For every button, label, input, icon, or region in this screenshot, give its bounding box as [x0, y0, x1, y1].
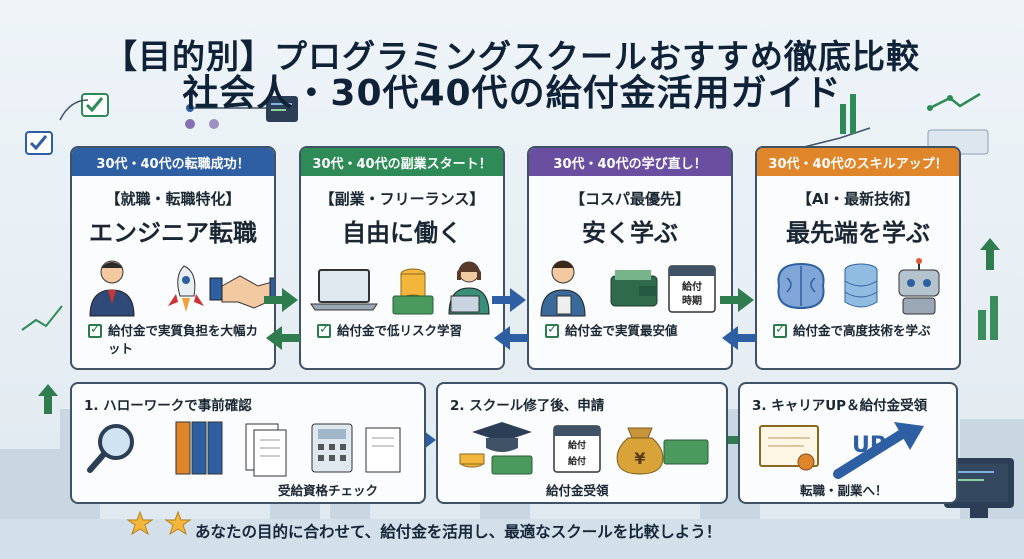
step-3-box: 3. キャリアUP＆給付金受領 UP 転職・副業へ！: [738, 382, 958, 504]
calendar-icon: 給付 給付: [553, 425, 601, 473]
step-title: 2. スクール修了後、申請: [450, 398, 605, 414]
graduation-cap-icon: [459, 422, 533, 475]
page-title-line2: 社会人・30代40代の給付金活用ガイド: [182, 73, 842, 114]
freelancer-woman-icon: [448, 261, 490, 315]
calendar-text-line2: 時期: [682, 294, 702, 307]
paper-stack-icon: [365, 427, 401, 473]
step-2-box: 2. スクール修了後、申請 給付 給付 ¥ 給付金受領: [436, 382, 728, 504]
step-2-icons: 給付 給付 ¥: [459, 422, 709, 475]
decor-left-side: [21, 305, 63, 414]
card-note-text: 給付金で低リスク学習: [337, 323, 463, 338]
laptop-icon: [310, 269, 378, 311]
card-category: 【AI・最新技術】: [796, 190, 920, 208]
calendar-sub: 給付: [568, 455, 586, 467]
card-icons: [301, 256, 503, 318]
card-cost-performance: 30代・40代の学び直し！ 【コスパ最優先】 安く学ぶ 給付 時期 給付金で: [527, 146, 733, 370]
star-icons: [126, 510, 192, 536]
card-note: 給付金で実質負担を大幅カット: [88, 321, 264, 358]
step-caption: 受給資格チェック: [278, 483, 379, 498]
card-category: 【就職・転職特化】: [105, 190, 241, 208]
coins-icon: [392, 268, 434, 315]
check-icon: [317, 321, 331, 339]
brain-icon: [777, 262, 825, 310]
calculator-icon: [311, 423, 353, 473]
card-header: 30代・40代の転職成功！: [72, 148, 274, 176]
money-bag-icon: ¥: [616, 427, 709, 475]
decor-left-top: [25, 93, 109, 155]
page-title-line1: 【目的別】プログラミングスクールおすすめ徹底比較: [104, 37, 920, 76]
magnifier-icon: [87, 424, 134, 473]
card-category: 【副業・フリーランス】: [319, 190, 485, 208]
step-title: 1. ハローワークで事前確認: [84, 398, 252, 414]
arrow-left-icon: [722, 326, 756, 350]
card-main-label: 最先端を学ぶ: [786, 219, 930, 247]
database-icon: [844, 263, 878, 308]
arrow-left-icon: [494, 326, 528, 350]
step-caption: 給付金受領: [546, 483, 609, 498]
arrow-right-icon: [720, 288, 754, 312]
card-note: 給付金で実質最安値: [545, 321, 721, 340]
robot-icon: [898, 258, 940, 315]
card-note: 給付金で高度技術を学ぶ: [773, 321, 949, 340]
arrow-right-icon: [492, 288, 526, 312]
card-note-text: 給付金で高度技術を学ぶ: [793, 323, 931, 338]
growth-arrow-icon: UP: [833, 422, 924, 479]
step-1-box: 1. ハローワークで事前確認 受給資格チェック: [70, 382, 426, 504]
step-title: 3. キャリアUP＆給付金受領: [752, 398, 928, 414]
card-icons: [757, 256, 959, 318]
card-side-job: 30代・40代の副業スタート！ 【副業・フリーランス】 自由に働く 給付金で低リ…: [299, 146, 505, 370]
arrow-left-icon: [266, 326, 300, 350]
step-3-icons: UP: [759, 422, 924, 479]
check-icon: [773, 321, 787, 339]
businessman-icon: [89, 260, 135, 317]
card-icons: 給付 時期: [529, 256, 731, 318]
decor-top-nodes: [185, 96, 298, 129]
up-text: UP: [852, 433, 886, 458]
card-note: 給付金で低リスク学習: [317, 321, 493, 340]
card-header: 30代・40代のスキルアップ！: [757, 148, 959, 176]
calendar-text-line1: 給付: [682, 280, 702, 293]
card-header: 30代・40代の副業スタート！: [301, 148, 503, 176]
card-category: 【コスパ最優先】: [569, 190, 690, 208]
certificate-icon: [759, 425, 819, 471]
card-main-label: 安く学ぶ: [582, 219, 678, 247]
card-note-text: 給付金で実質最安値: [565, 323, 678, 338]
calendar-icon: 給付 時期: [668, 265, 716, 313]
binders-icon: [175, 421, 223, 475]
yen-mark: ¥: [634, 449, 645, 468]
check-icon: [545, 321, 559, 339]
card-note-text: 給付金で実質負担を大幅カット: [108, 323, 259, 356]
card-main-label: 自由に働く: [342, 219, 462, 247]
decor-bottom-right: [944, 458, 1014, 518]
card-ai-skill: 30代・40代のスキルアップ！ 【AI・最新技術】 最先端を学ぶ 給付金で高度技…: [755, 146, 961, 370]
check-icon: [88, 321, 102, 339]
card-header: 30代・40代の学び直し！: [529, 148, 731, 176]
arrow-right-icon: [264, 288, 298, 312]
card-job-change: 30代・40代の転職成功！ 【就職・転職特化】 エンジニア転職 給付金で: [70, 146, 276, 370]
documents-icon: [245, 423, 287, 477]
step-caption: 転職・副業へ！: [800, 483, 888, 498]
wallet-icon: [610, 270, 658, 307]
card-main-label: エンジニア転職: [89, 219, 257, 247]
card-icons: [72, 256, 274, 318]
step-1-icons: [87, 421, 401, 477]
decor-right-side: [978, 238, 1000, 340]
calendar-label: 給付: [568, 439, 586, 451]
footer-message: あなたの目的に合わせて、給付金を活用し、最適なスクールを比較しよう！: [195, 523, 722, 541]
rocket-icon: [168, 265, 204, 312]
student-man-icon: [540, 260, 586, 317]
